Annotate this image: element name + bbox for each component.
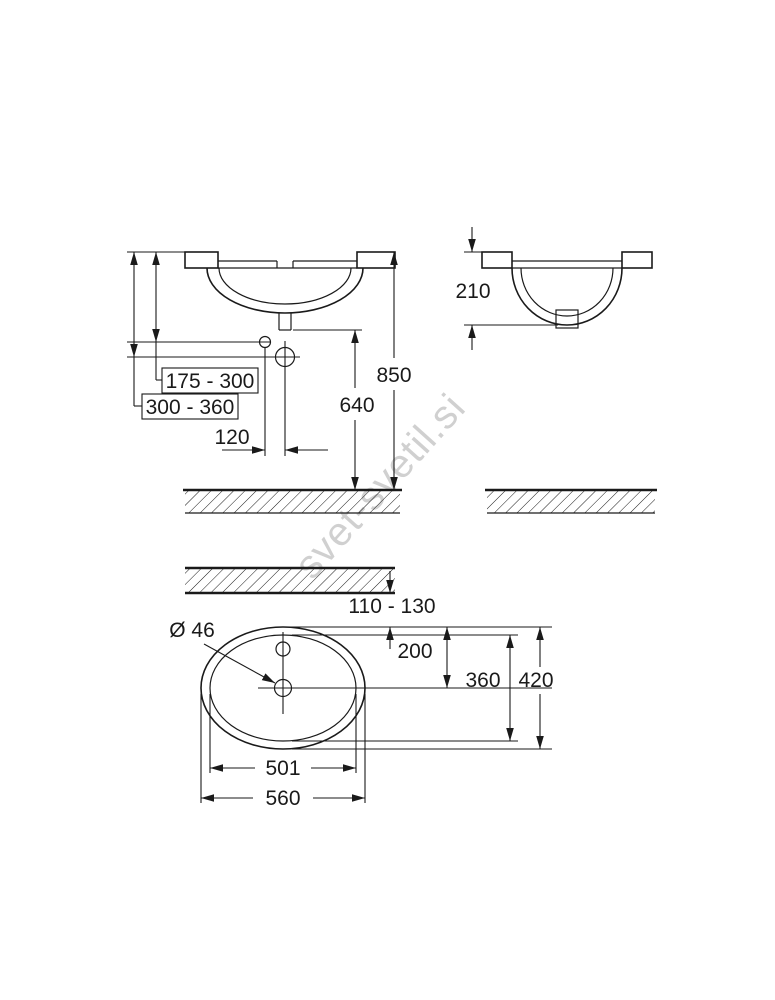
countertop-section-left <box>184 251 219 269</box>
dim-label-tap-range-lower: 300 - 360 <box>146 396 235 419</box>
bowl-inner-profile <box>520 267 614 317</box>
dim-label-drain-height: 640 <box>339 394 374 417</box>
dimension-box <box>141 393 239 420</box>
floor-section-left <box>183 488 402 514</box>
dim-label-tap-range-upper: 175 - 300 <box>166 370 255 393</box>
dim-label-counter-height: 850 <box>376 364 411 387</box>
bowl-outer-profile <box>511 267 623 326</box>
wall-hatch <box>185 568 395 593</box>
dim-label-inner-length: 360 <box>465 669 500 692</box>
dim-label-drain-diameter: Ø 46 <box>169 619 215 642</box>
dimension-box <box>161 367 259 394</box>
countertop-section-right <box>356 251 396 269</box>
dim-label-inner-width: 501 <box>265 757 300 780</box>
front-view: 175 - 300 300 - 360 120 640 850 <box>127 251 412 490</box>
dim-label-hole-offset: 120 <box>214 426 249 449</box>
bowl-outer-profile <box>206 267 364 314</box>
dim-label-basin-depth: 210 <box>455 280 490 303</box>
countertop-section-left <box>481 251 513 269</box>
leader-line <box>203 643 276 684</box>
countertop-section-right <box>621 251 653 269</box>
side-view: 210 <box>455 227 653 350</box>
floor-section-right <box>485 488 657 514</box>
dim-label-outer-width: 560 <box>265 787 300 810</box>
bowl-inner-profile <box>218 267 352 305</box>
floor-hatch <box>185 490 400 513</box>
watermark-text: svet-svetil.si <box>286 385 474 587</box>
dim-label-outer-length: 420 <box>518 669 553 692</box>
dim-label-rim-to-drain: 200 <box>397 640 432 663</box>
plan-view: Ø 46 110 - 130 200 360 420 501 560 <box>169 571 554 810</box>
dim-label-wall-offset: 110 - 130 <box>348 595 435 618</box>
floor-hatch <box>487 490 655 513</box>
drain-assembly <box>555 309 579 329</box>
wall-section <box>185 566 395 595</box>
